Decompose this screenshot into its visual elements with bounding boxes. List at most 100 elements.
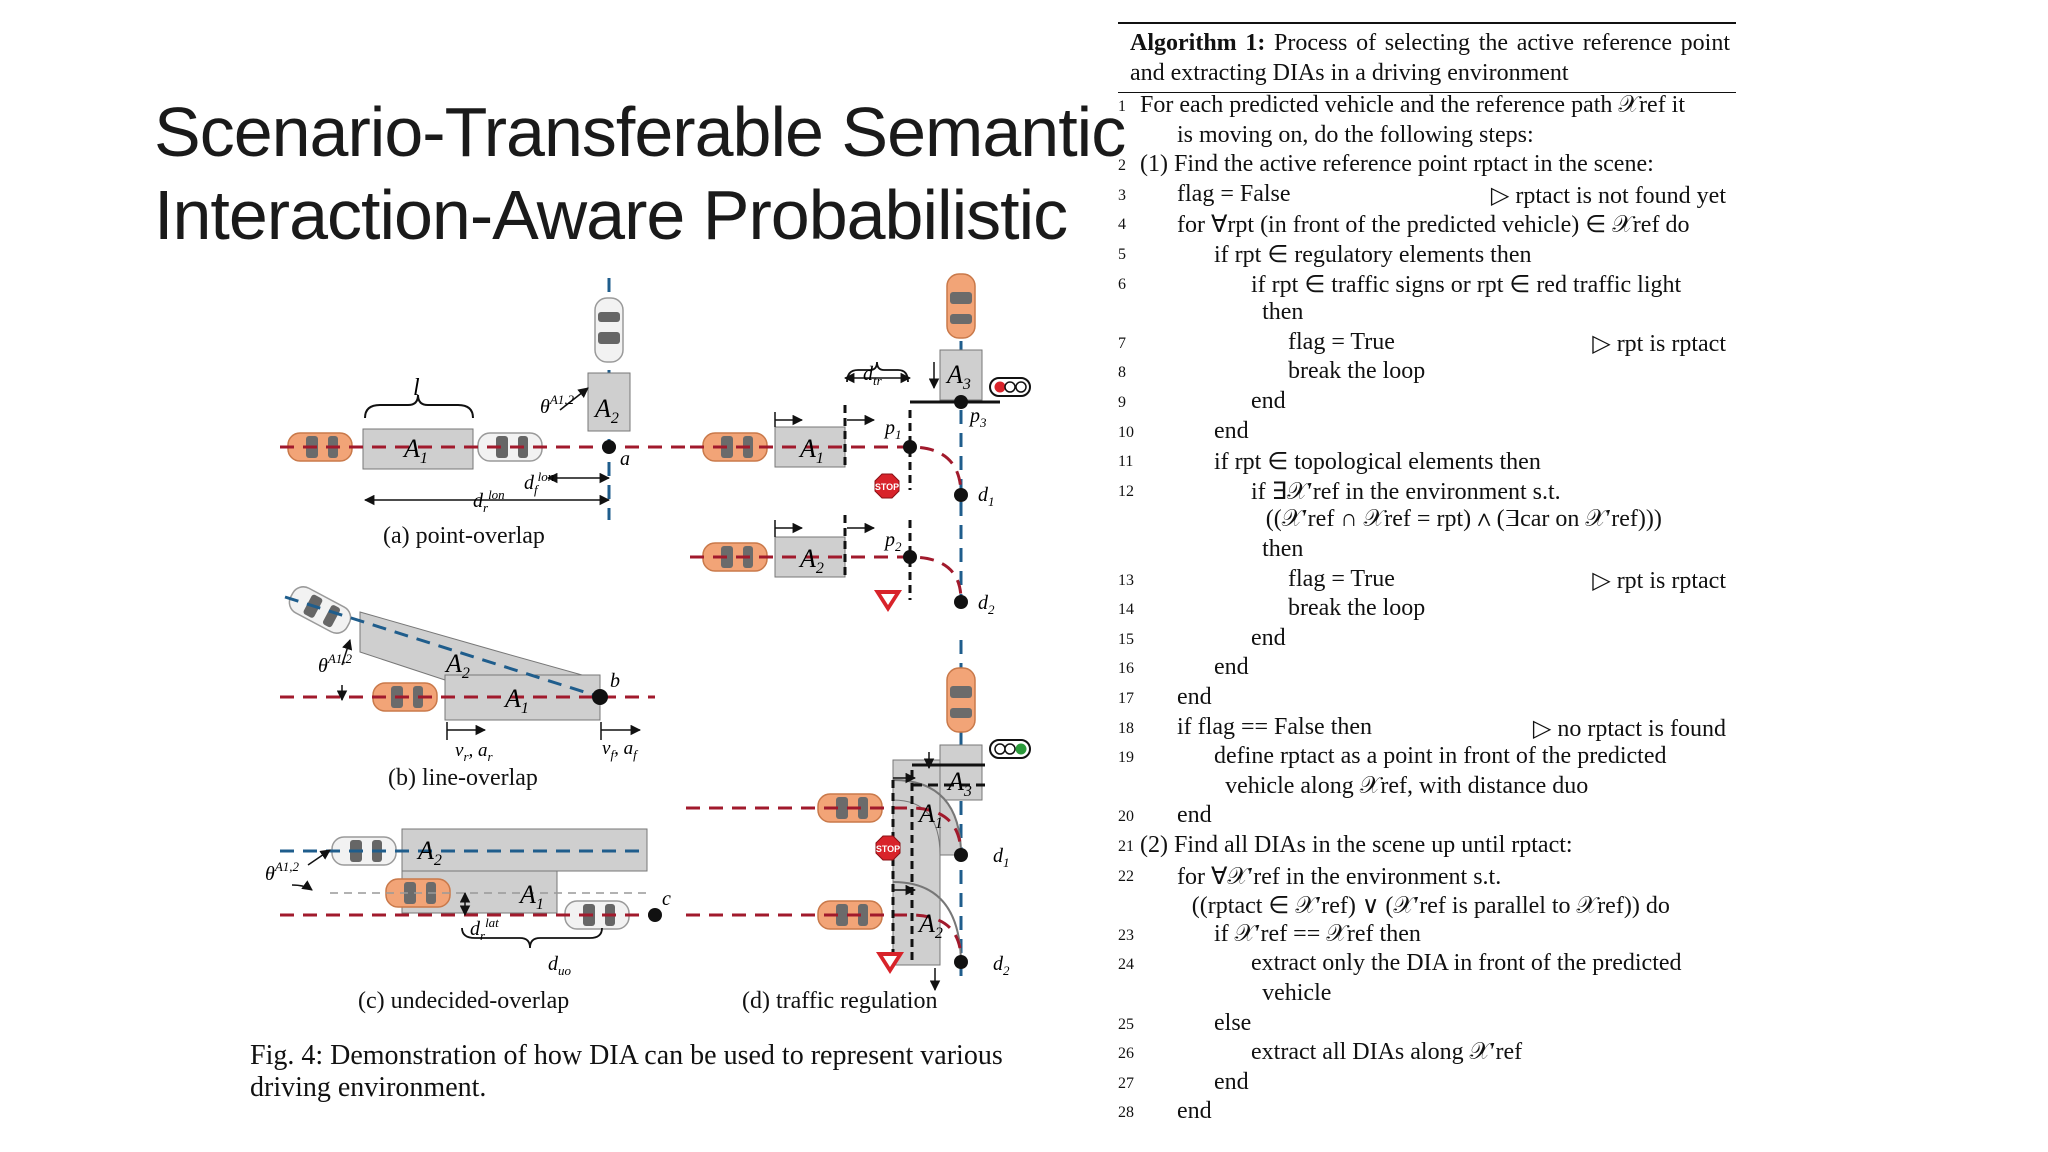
- label-vf-af: vf, af: [602, 738, 639, 762]
- algorithm-line-text: end: [1214, 1068, 1249, 1095]
- area-a1: [362, 428, 474, 470]
- algorithm-line-text: if 𝒳′ref == 𝒳ref then: [1214, 920, 1421, 947]
- algorithm-line-number: 13: [1118, 571, 1134, 589]
- point-d1: [954, 488, 968, 502]
- algorithm-line-number: 22: [1118, 867, 1134, 885]
- algorithm-line-number: 16: [1118, 660, 1134, 678]
- stop-sign-icon-2: STOP: [875, 835, 901, 861]
- panel-c-undecided-overlap: A2 A1 θA1,2 c drlat duo: [265, 828, 671, 978]
- algorithm-title: Process of selecting the active referenc…: [1130, 30, 1730, 86]
- label-theta-c: θA1,2: [265, 859, 300, 885]
- label-a2: A2: [593, 394, 619, 427]
- algorithm-line-number: 4: [1118, 216, 1126, 234]
- label-d1-2: d1: [993, 845, 1010, 870]
- label-a1-d2: A1: [917, 799, 943, 832]
- label-theta-b: θA1,2: [318, 651, 353, 677]
- car-north: [946, 273, 976, 339]
- algorithm-line-number: 8: [1118, 364, 1126, 382]
- algorithm-line-number: 9: [1118, 394, 1126, 411]
- brace-l: [364, 394, 474, 419]
- algorithm-line-text: (1) Find the active reference point rpta…: [1140, 151, 1654, 178]
- algorithm-line-text: define rptact as a point in front of the…: [1214, 743, 1667, 770]
- car-north-2: [946, 667, 976, 733]
- algorithm-line-number: 7: [1118, 334, 1126, 352]
- label-a2-c: A2: [416, 836, 442, 869]
- label-a1-b: A1: [503, 684, 529, 717]
- algorithm-line-comment: ▷ rpt is rptact: [1592, 567, 1726, 594]
- algorithm-line-text: break the loop: [1288, 595, 1426, 622]
- ego-car: [287, 432, 353, 462]
- algorithm-line-text: end: [1251, 624, 1286, 651]
- algorithm-line-text: vehicle: [1262, 980, 1332, 1006]
- yield-sign-icon-2: [876, 952, 904, 974]
- algorithm-header: Algorithm 1: Process of selecting the ac…: [1118, 24, 1736, 90]
- algorithm-line-comment: ▷ rpt is rptact: [1592, 330, 1726, 357]
- label-point-b: b: [610, 670, 620, 692]
- algorithm-label: Algorithm 1:: [1130, 30, 1266, 56]
- merging-car: [284, 581, 356, 639]
- crossing-car: [594, 297, 624, 363]
- label-p3: p3: [968, 405, 987, 430]
- algorithm-line-text: ((𝒳′ref ∩ 𝒳ref = rpt) ∧ (∃car on 𝒳′ref))…: [1265, 506, 1662, 533]
- algorithm-line-number: 18: [1118, 719, 1134, 737]
- algorithm-line-text: ((rptact ∈ 𝒳′ref) ∨ (𝒳′ref is parallel t…: [1191, 893, 1670, 920]
- point-p1: [903, 440, 917, 454]
- label-d-r-lat: drlat: [470, 915, 499, 943]
- label-a1-d: A1: [798, 434, 824, 467]
- label-d2: d2: [978, 592, 995, 617]
- label-d-tr: dtr: [863, 363, 883, 388]
- algorithm-line-number: 19: [1118, 749, 1134, 767]
- algorithm-line-text: else: [1214, 1009, 1252, 1036]
- subcaption-d: (d) traffic regulation: [742, 988, 938, 1014]
- label-a3-d2: A3: [946, 767, 972, 800]
- label-d-f-lon: dflon: [524, 469, 554, 497]
- algorithm-line-text: extract all DIAs along 𝒳′ref: [1251, 1039, 1523, 1066]
- label-d1: d1: [978, 484, 995, 509]
- subcaption-a: (a) point-overlap: [383, 523, 545, 549]
- algorithm-line-number: 5: [1118, 246, 1126, 263]
- algorithm-line-number: 28: [1118, 1104, 1134, 1122]
- point-c: [648, 908, 662, 922]
- algorithm-line-comment: ▷ rptact is not found yet: [1490, 182, 1726, 209]
- area-a3-d: [939, 349, 983, 401]
- label-a2-b: A2: [444, 649, 470, 682]
- label-a1-c: A1: [518, 880, 544, 913]
- car-lane1: [702, 432, 768, 462]
- algorithm-line-number: 26: [1118, 1045, 1134, 1063]
- algorithm-line-number: 21: [1118, 838, 1134, 855]
- label-a2-d: A2: [798, 544, 824, 577]
- panel-b-line-overlap: A2 A1 θA1,2 b vr, ar vf, af: [280, 581, 655, 764]
- label-theta: θA1,2: [540, 392, 575, 418]
- subcaption-b: (b) line-overlap: [388, 765, 538, 791]
- adjacent-car: [331, 836, 397, 866]
- stop-sign-icon: STOP: [874, 473, 900, 499]
- algorithm-line-number: 15: [1118, 630, 1134, 648]
- algorithm-line-text: then: [1262, 299, 1304, 326]
- point-b: [592, 689, 608, 705]
- algorithm-line-text: For each predicted vehicle and the refer…: [1140, 92, 1686, 118]
- car-lane2: [702, 542, 768, 572]
- algorithm-line-number: 3: [1118, 186, 1126, 204]
- subcaption-c: (c) undecided-overlap: [358, 988, 570, 1014]
- point-d2: [954, 595, 968, 609]
- algorithm-line-number: 20: [1118, 808, 1134, 826]
- label-d-uo: duo: [548, 953, 572, 978]
- algorithm-line-number: 23: [1118, 926, 1134, 944]
- algorithm-line-text: if rpt ∈ traffic signs or rpt ∈ red traf…: [1251, 271, 1682, 298]
- algorithm-line-text: if rpt ∈ topological elements then: [1214, 449, 1541, 476]
- slide-title-line2: Interaction-Aware Probabilistic: [154, 176, 1068, 254]
- panel-d-upper: STOP dtr A1 A2 A3 p1 p2 p3 d1 d2: [690, 273, 1031, 617]
- algorithm-line-number: 24: [1118, 956, 1134, 974]
- label-a2-d2: A2: [917, 909, 943, 942]
- algorithm-line-text: flag = True: [1288, 565, 1395, 592]
- algorithm-line-number: 27: [1118, 1074, 1134, 1092]
- figure-caption: Fig. 4: Demonstration of how DIA can be …: [250, 1040, 1003, 1103]
- label-l: l: [413, 375, 420, 401]
- figure-4-diagram: l A1 A2 θA1,2 a drlon dflon A2 A1 θA1,2 …: [265, 273, 1031, 992]
- algorithm-line-text: end: [1214, 417, 1249, 444]
- slide-title-line1: Scenario-Transferable Semantic: [154, 93, 1126, 171]
- algorithm-line-text: end: [1177, 1098, 1212, 1125]
- algorithm-line-text: then: [1262, 536, 1304, 562]
- label-a1: A1: [402, 434, 428, 467]
- algorithm-line-text: flag = True: [1288, 328, 1395, 355]
